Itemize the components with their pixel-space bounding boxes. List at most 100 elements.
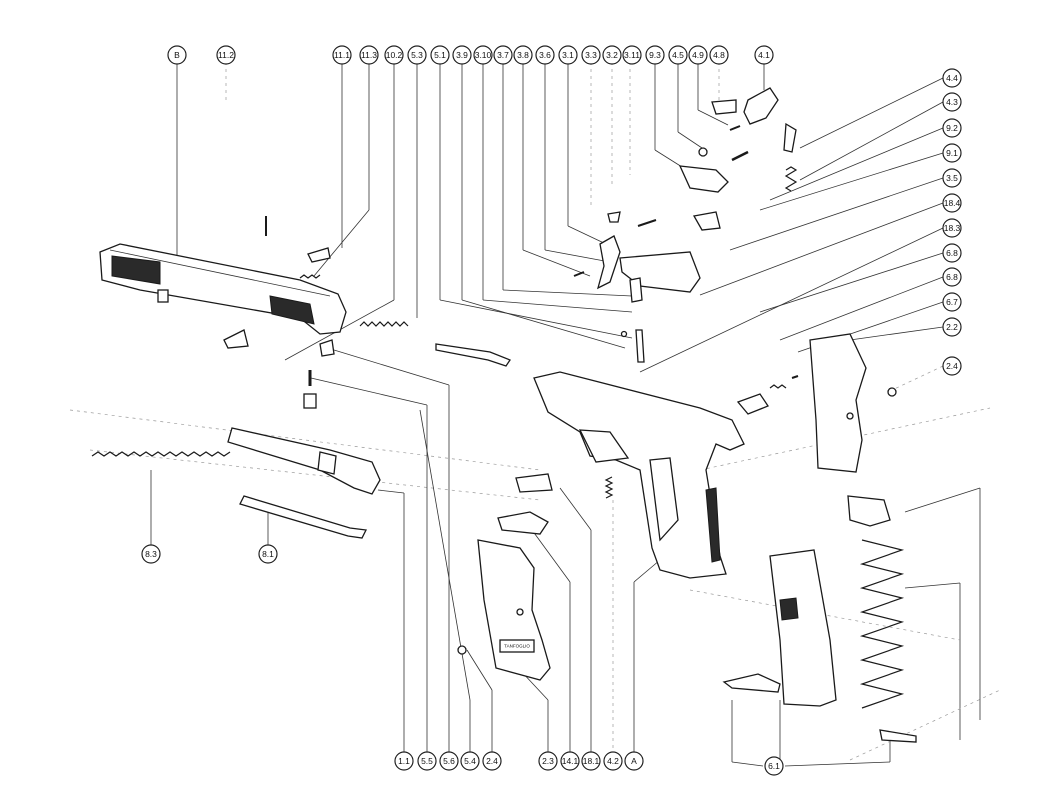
callout-5-6: 5.6 [439,751,459,771]
svg-text:2.2: 2.2 [946,322,958,332]
svg-text:3.1: 3.1 [562,50,574,60]
callout-4-9: 4.9 [688,45,708,65]
svg-text:3.2: 3.2 [606,50,618,60]
callout-3-6: 3.6 [535,45,555,65]
svg-text:4.3: 4.3 [946,97,958,107]
svg-text:5.6: 5.6 [443,756,455,766]
small-springs [303,370,317,409]
svg-text:B: B [174,50,180,60]
callout-11-3: 11.3 [359,45,379,65]
svg-text:10.2: 10.2 [386,50,403,60]
svg-text:14.1: 14.1 [562,756,579,766]
callout-8-1: 8.1 [258,544,278,564]
callout-4-4: 4.4 [942,68,962,88]
callout-18-1: 18.1 [581,751,601,771]
callout-3-2: 3.2 [602,45,622,65]
svg-text:1.1: 1.1 [398,756,410,766]
callout-3-5: 3.5 [942,168,962,188]
callout-2-4-bottom: 2.4 [482,751,502,771]
svg-text:11.2: 11.2 [218,50,234,60]
callout-2-3: 2.3 [538,751,558,771]
svg-text:18.1: 18.1 [583,756,600,766]
callouts-bottom: 1.1 5.5 5.6 5.4 2.4 2.3 14.1 18.1 4.2 A … [394,751,784,776]
callout-6-1: 6.1 [764,756,784,776]
callout-a: A [624,751,644,771]
frame [533,371,745,579]
callouts-top: B 11.2 11.1 11.3 10.2 5.3 5.1 3.9 3.10 3… [167,45,774,65]
callout-6-8-a: 6.8 [942,243,962,263]
callout-4-8: 4.8 [709,45,729,65]
svg-text:5.4: 5.4 [464,756,476,766]
right-grip-panel [809,333,897,473]
callout-2-2: 2.2 [942,317,962,337]
svg-text:5.5: 5.5 [421,756,433,766]
magazine [722,495,917,743]
svg-text:3.5: 3.5 [946,173,958,183]
svg-text:4.8: 4.8 [713,50,725,60]
svg-text:3.3: 3.3 [585,50,597,60]
callout-4-2: 4.2 [603,751,623,771]
callout-5-1: 5.1 [430,45,450,65]
callout-4-3: 4.3 [942,92,962,112]
svg-text:8.3: 8.3 [145,549,157,559]
svg-text:2.4: 2.4 [486,756,498,766]
callout-6-8-b: 6.8 [942,267,962,287]
callouts-left: 8.3 8.1 [141,544,278,564]
svg-text:5.3: 5.3 [411,50,423,60]
callout-6-7: 6.7 [942,292,962,312]
svg-text:8.1: 8.1 [262,549,274,559]
slide-small-parts [223,216,335,357]
callout-11-1: 11.1 [332,45,352,65]
callout-3-11: 3.11 [622,45,642,65]
left-grip-panel: TANFOGLIO [457,539,551,681]
svg-text:11.3: 11.3 [361,50,377,60]
callout-4-1: 4.1 [754,45,774,65]
callout-3-10: 3.10 [473,45,493,65]
slide [99,243,347,335]
svg-text:11.1: 11.1 [334,50,350,60]
svg-text:4.1: 4.1 [758,50,770,60]
callout-14-1: 14.1 [560,751,580,771]
callout-3-1: 3.1 [558,45,578,65]
callout-9-2: 9.2 [942,118,962,138]
callouts-right: 4.4 4.3 9.2 9.1 3.5 18.4 18.3 6.8 6.8 6.… [942,68,962,376]
callout-18-4: 18.4 [942,193,962,213]
callout-2-4-right: 2.4 [942,356,962,376]
callout-5-4: 5.4 [460,751,480,771]
svg-text:3.10: 3.10 [475,50,492,60]
trigger-group [573,211,701,363]
callout-3-3: 3.3 [581,45,601,65]
svg-text:2.3: 2.3 [542,756,554,766]
callout-11-2: 11.2 [216,45,236,65]
svg-text:9.2: 9.2 [946,123,958,133]
svg-text:4.5: 4.5 [672,50,684,60]
slide-stop-and-release [497,473,614,535]
barrel [227,427,381,495]
guide-rod [239,495,367,539]
svg-text:3.6: 3.6 [539,50,551,60]
hammer-spring-housing [736,375,799,415]
recoil-spring [91,321,409,457]
callout-5-3: 5.3 [407,45,427,65]
svg-text:3.9: 3.9 [456,50,468,60]
callout-18-3: 18.3 [942,218,962,238]
callout-3-8: 3.8 [513,45,533,65]
callout-5-5: 5.5 [417,751,437,771]
svg-text:6.7: 6.7 [946,297,958,307]
svg-text:9.1: 9.1 [946,148,958,158]
callout-b: B [167,45,187,65]
svg-text:5.1: 5.1 [434,50,446,60]
svg-text:4.9: 4.9 [692,50,704,60]
svg-text:3.8: 3.8 [517,50,529,60]
svg-text:18.4: 18.4 [944,198,961,208]
svg-text:6.8: 6.8 [946,248,958,258]
svg-text:A: A [631,756,637,766]
svg-text:2.4: 2.4 [946,361,958,371]
callout-3-9: 3.9 [452,45,472,65]
callout-9-1: 9.1 [942,143,962,163]
svg-text:18.3: 18.3 [944,223,961,233]
callout-9-3: 9.3 [645,45,665,65]
svg-text:6.8: 6.8 [946,272,958,282]
svg-text:3.7: 3.7 [497,50,509,60]
